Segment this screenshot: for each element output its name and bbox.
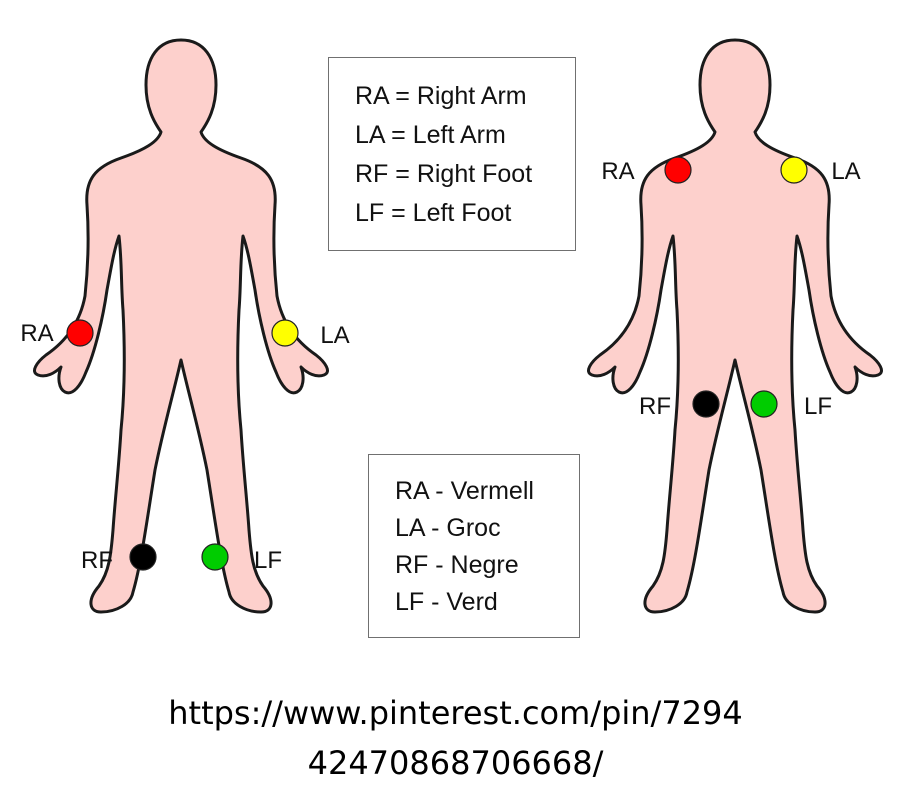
legend-line-la: LA = Left Arm <box>355 121 506 149</box>
body-silhouette <box>586 38 884 614</box>
abbreviation-legend: RA = Right Arm LA = Left Arm RF = Right … <box>328 57 576 251</box>
electrode-rf <box>692 390 720 418</box>
electrode-label-lf: LF <box>254 547 282 574</box>
electrode-lf <box>201 543 229 571</box>
electrode-ra <box>664 156 692 184</box>
source-url-line-1: https://www.pinterest.com/pin/7294 <box>168 694 743 732</box>
electrode-rf <box>129 543 157 571</box>
electrode-label-ra: RA <box>20 320 53 347</box>
color-line-lf: LF - Verd <box>395 588 498 616</box>
electrode-la <box>271 319 299 347</box>
left-body-figure: RA LA RF LF <box>20 38 350 614</box>
color-line-ra: RA - Vermell <box>395 477 534 505</box>
electrode-la <box>780 156 808 184</box>
electrode-label-ra: RA <box>601 158 634 185</box>
legend-line-rf: RF = Right Foot <box>355 160 533 188</box>
electrode-lf <box>750 390 778 418</box>
electrode-ra <box>66 319 94 347</box>
color-line-la: LA - Groc <box>395 514 501 542</box>
legend-line-ra: RA = Right Arm <box>355 82 527 110</box>
color-legend: RA - Vermell LA - Groc RF - Negre LF - V… <box>368 454 580 638</box>
electrode-label-la: LA <box>320 322 349 349</box>
legend-line-lf: LF = Left Foot <box>355 199 512 227</box>
electrode-label-rf: RF <box>81 547 113 574</box>
electrode-label-rf: RF <box>639 393 671 420</box>
electrode-label-lf: LF <box>804 393 832 420</box>
color-line-rf: RF - Negre <box>395 551 519 579</box>
electrode-label-la: LA <box>831 158 860 185</box>
right-body-figure: RA LA RF LF <box>586 38 884 614</box>
source-url-line-2: 42470868706668/ <box>307 744 604 782</box>
